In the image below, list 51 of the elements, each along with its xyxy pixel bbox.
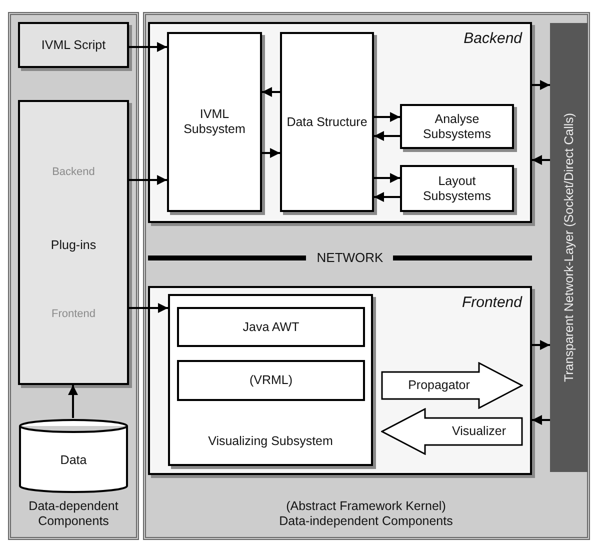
box-label: Backend <box>51 165 96 180</box>
arrow <box>262 87 280 97</box>
component-box <box>167 32 262 212</box>
component-box <box>148 22 532 223</box>
box-label: (VRML) <box>249 373 293 388</box>
arrow <box>129 175 167 185</box>
box-label: Data <box>59 453 88 468</box>
box-label: Visualizer <box>451 424 507 439</box>
panel-caption: Data-dependent Components <box>28 499 120 529</box>
component-box <box>168 294 373 466</box>
box-label: Frontend <box>462 294 522 311</box>
panel <box>143 12 590 540</box>
box-label: IVML Subsystem <box>182 107 246 137</box>
network-layer-bar <box>550 23 588 472</box>
box-label: Java AWT <box>242 320 300 334</box>
box-label: Layout Subsystems <box>422 174 492 204</box>
component-box <box>400 104 514 149</box>
component-box <box>177 307 365 347</box>
component-box <box>280 32 374 212</box>
arrow <box>532 340 550 350</box>
arrow <box>532 415 550 425</box>
panel-caption: (Abstract Framework Kernel) Data-independent Components <box>278 499 454 529</box>
box-label: Propagator <box>407 378 471 393</box>
network-layer-label: Transparent Network-Layer (Socket/Direct Calls) <box>562 111 576 384</box>
box-label: Data Structure <box>286 114 368 130</box>
component-box <box>18 22 129 68</box>
database-cylinder <box>18 418 129 494</box>
component-box <box>400 165 514 212</box>
box-label: Plug-ins <box>50 238 98 253</box>
box-label: Frontend <box>50 307 97 322</box>
component-box <box>177 360 365 401</box>
arrow <box>532 80 550 90</box>
box-label: Visualizing Subsystem <box>207 434 334 449</box>
arrow <box>262 148 280 158</box>
arrow <box>374 192 400 202</box>
component-box <box>148 286 532 475</box>
box-label: Backend <box>464 30 522 47</box>
panel <box>8 12 139 540</box>
pointed-banner <box>381 408 523 455</box>
arrow <box>129 303 168 313</box>
arrow <box>374 112 400 122</box>
box-label: Analyse Subsystems <box>422 112 492 142</box>
arrow <box>532 155 550 165</box>
arrow <box>374 173 400 183</box>
arrow <box>374 131 400 141</box>
network-label: NETWORK <box>316 250 384 265</box>
box-label: IVML Script <box>41 38 106 52</box>
pointed-banner <box>381 362 523 409</box>
arrow <box>68 385 78 418</box>
arrow <box>129 42 167 52</box>
component-box <box>18 100 129 385</box>
